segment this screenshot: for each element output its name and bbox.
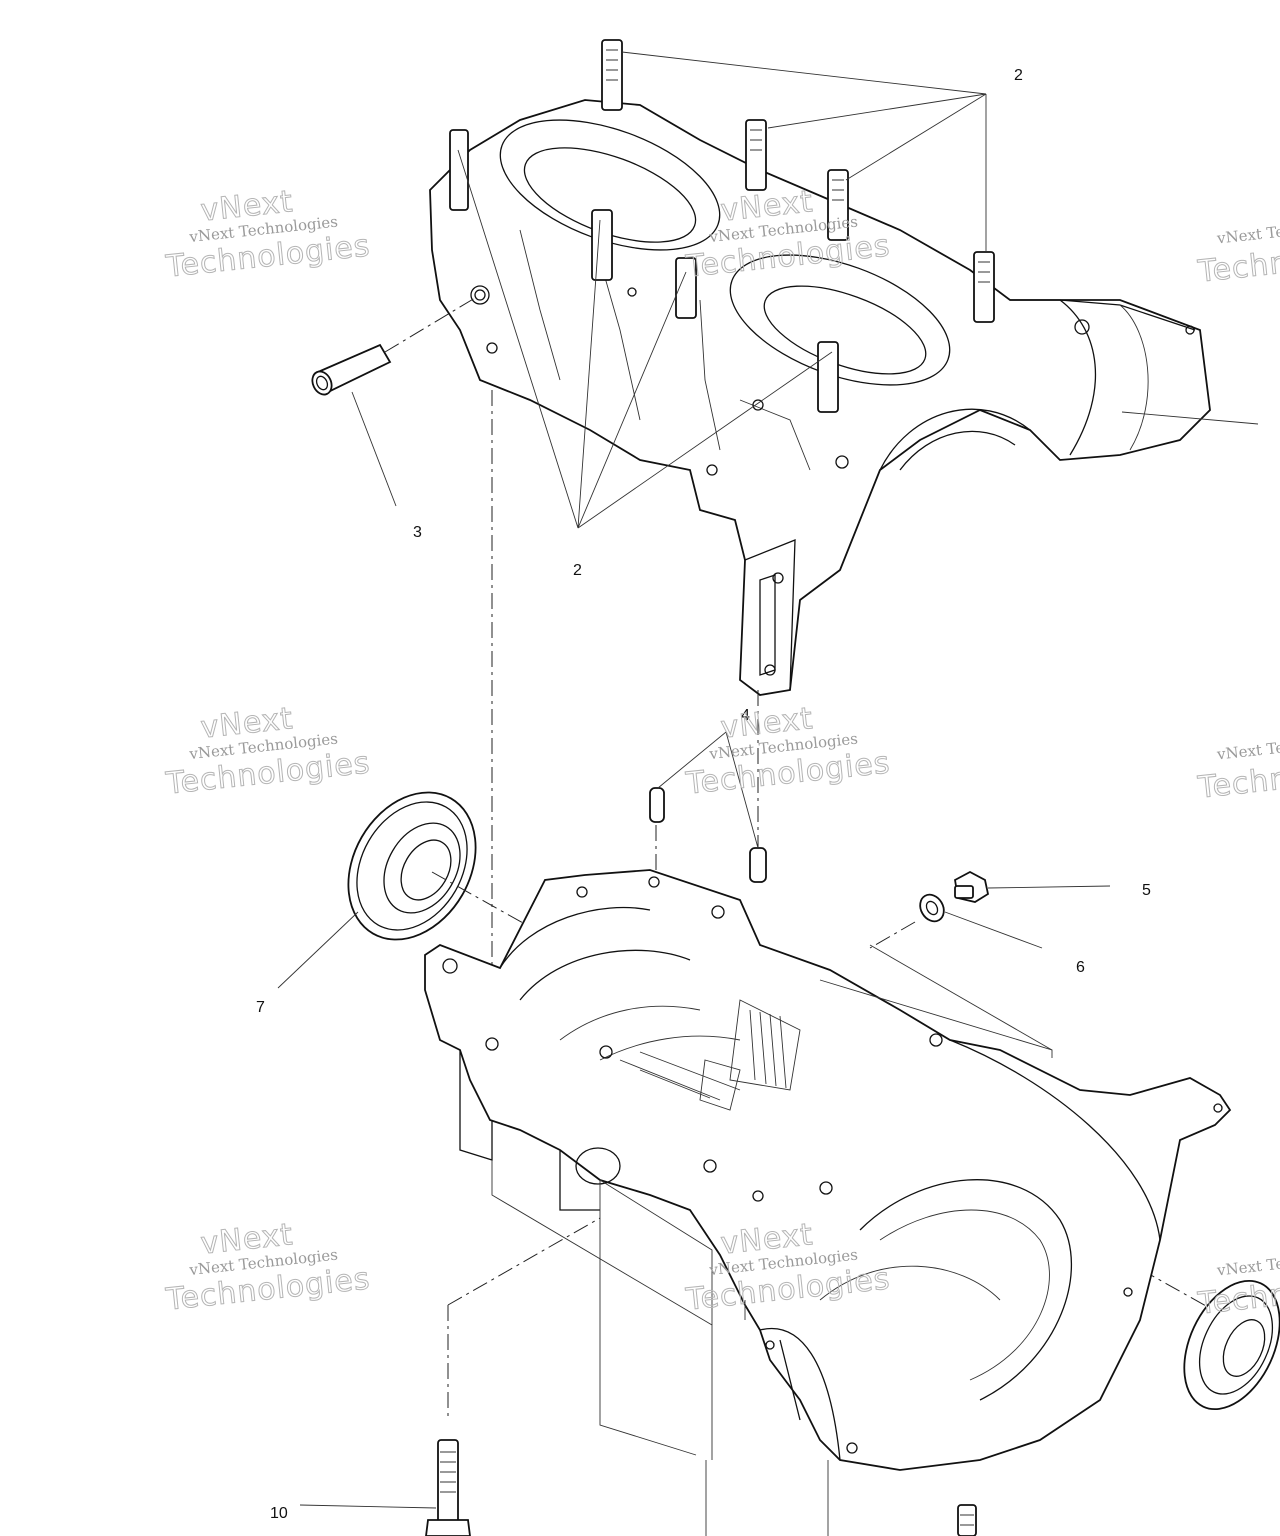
- watermark-center-2: vNext vNext Technologies Technologies: [683, 701, 892, 802]
- bolt-partial-right: [957, 1504, 977, 1536]
- dowel-sleeve-part-3: [311, 297, 476, 507]
- callout-7: 7: [256, 999, 265, 1016]
- callout-3: 3: [413, 524, 422, 541]
- drain-bolt-part-5: [954, 870, 1111, 903]
- callout-2-top: 2: [1014, 67, 1023, 84]
- watermark-right-1: vNext Te Techn: [1195, 223, 1280, 291]
- watermark-partial-text: vNext Te: [1215, 739, 1280, 764]
- callout-4: 4: [741, 707, 750, 724]
- watermark-left-1: vNext vNext Technologies Technologies: [163, 184, 372, 285]
- projection-lines: [447, 944, 1053, 1536]
- watermark-right-2: vNext Te Techn: [1195, 739, 1280, 807]
- watermark-partial-text: vNext Te: [1215, 223, 1280, 248]
- callout-6: 6: [1076, 959, 1085, 976]
- watermark-right-3: vNext Te Techn: [1195, 1255, 1280, 1323]
- callout-10: 10: [270, 1505, 288, 1522]
- watermark-partial-technologies: Techn: [1196, 761, 1280, 805]
- watermark-partial-text: vNext Te: [1215, 1255, 1280, 1280]
- dowel-pins-part-4: [649, 731, 767, 883]
- callout-2-bottom: 2: [573, 562, 582, 579]
- oil-seal-part-7: [277, 791, 477, 989]
- bolt-part-10: [299, 1439, 471, 1536]
- watermark-partial-technologies: Techn: [1196, 245, 1280, 289]
- washer-part-6: [869, 893, 1043, 949]
- leaders-2: [457, 51, 987, 529]
- watermark-left-2: vNext vNext Technologies Technologies: [163, 701, 372, 802]
- watermark-left-3: vNext vNext Technologies Technologies: [163, 1217, 372, 1318]
- oil-seal-right: [1183, 1279, 1280, 1411]
- lower-crankcase: [424, 869, 1232, 1471]
- callout-5: 5: [1142, 882, 1151, 899]
